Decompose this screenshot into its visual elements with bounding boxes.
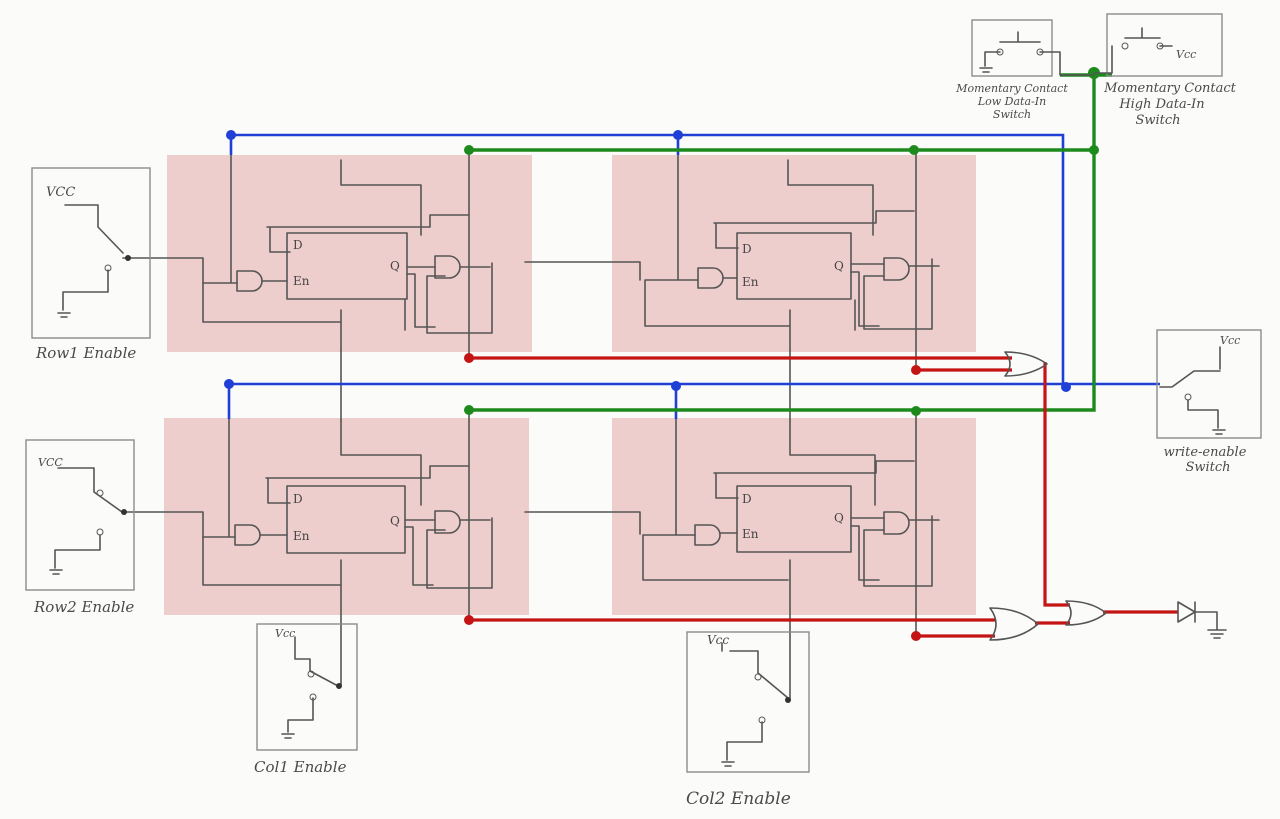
or-gate-final bbox=[1065, 600, 1107, 626]
row2-output-bus bbox=[469, 610, 1178, 638]
d-latch-r2c2 bbox=[736, 485, 852, 553]
vcc-labels: VCC VCC Vcc Vcc Vcc Vcc bbox=[38, 48, 1240, 647]
write-enable-switch[interactable] bbox=[1156, 329, 1262, 439]
high-switch-line-2: High Data-In bbox=[1118, 97, 1204, 112]
and-gate-r2c1 bbox=[234, 524, 261, 546]
vcc-label: Vcc bbox=[1220, 334, 1240, 347]
latch-q-label: Q bbox=[390, 514, 400, 528]
write-enable-line-1: write-enable bbox=[1164, 445, 1247, 460]
row1-enable-switch[interactable] bbox=[31, 167, 151, 339]
row1-enable-label: Row1 Enable bbox=[35, 344, 136, 362]
vcc-label: VCC bbox=[46, 185, 75, 200]
high-switch-line-1: Momentary Contact bbox=[1103, 81, 1237, 96]
led-icon bbox=[1177, 601, 1227, 639]
latch-en-label: En bbox=[293, 529, 310, 543]
output-and-gate-r2c2 bbox=[883, 511, 910, 535]
row2-enable-label: Row2 Enable bbox=[33, 598, 134, 616]
cell-circuit-r1c1 bbox=[202, 139, 493, 361]
latch-d-label: D bbox=[742, 242, 752, 256]
output-and-gate-r1c2 bbox=[883, 257, 910, 281]
cell-circuit-r1c2 bbox=[524, 137, 940, 371]
high-switch-caption: Momentary Contact High Data-In Switch bbox=[1103, 81, 1237, 128]
row1-wire bbox=[127, 257, 204, 284]
latch-q-label: Q bbox=[834, 511, 844, 525]
d-latch-r1c2 bbox=[736, 232, 852, 300]
junction-dots bbox=[224, 67, 1100, 641]
and-gate-r2c2 bbox=[694, 524, 721, 546]
low-switch-line-3: Switch bbox=[993, 108, 1031, 121]
or-gate-row2 bbox=[989, 607, 1039, 641]
low-data-in-switch[interactable] bbox=[971, 19, 1095, 77]
vcc-label: Vcc bbox=[275, 627, 295, 640]
d-latch-r1c1 bbox=[286, 232, 408, 300]
vcc-label: Vcc bbox=[707, 633, 729, 647]
latch-d-label: D bbox=[293, 238, 303, 252]
col1-enable-switch[interactable] bbox=[256, 623, 358, 751]
high-data-in-switch[interactable] bbox=[1093, 13, 1223, 77]
latch-labels: D En Q D En Q D En Q D En Q bbox=[293, 238, 844, 543]
vcc-label: Vcc bbox=[1176, 48, 1196, 61]
latch-en-label: En bbox=[742, 527, 759, 541]
latch-en-label: En bbox=[293, 274, 310, 288]
cell-circuit-r2c2 bbox=[524, 391, 940, 701]
cell-circuit-r2c1 bbox=[202, 391, 493, 686]
and-gate-r1c1 bbox=[236, 270, 263, 292]
latch-d-label: D bbox=[742, 492, 752, 506]
memory-cell-r2c1 bbox=[164, 418, 529, 615]
latch-q-label: Q bbox=[834, 259, 844, 273]
row2-enable-switch[interactable] bbox=[25, 439, 135, 591]
write-enable-line-2: Switch bbox=[1185, 460, 1230, 475]
high-switch-line-3: Switch bbox=[1135, 113, 1180, 128]
latch-d-label: D bbox=[293, 492, 303, 506]
low-switch-line-2: Low Data-In bbox=[977, 95, 1046, 108]
write-enable-bus-bottom bbox=[227, 382, 1160, 419]
row2-wire bbox=[124, 511, 204, 538]
low-switch-caption: Momentary Contact Low Data-In Switch bbox=[955, 82, 1068, 121]
write-enable-caption: write-enable Switch bbox=[1164, 445, 1247, 475]
output-and-gate-r2c1 bbox=[434, 510, 461, 534]
row1-output-bus bbox=[469, 356, 1070, 607]
and-gate-r1c2 bbox=[697, 267, 724, 289]
latch-q-label: Q bbox=[390, 259, 400, 273]
vcc-label: VCC bbox=[38, 456, 63, 469]
col2-enable-switch[interactable] bbox=[686, 631, 810, 773]
col2-enable-label: Col2 Enable bbox=[686, 789, 791, 809]
low-switch-line-1: Momentary Contact bbox=[955, 82, 1068, 95]
col1-enable-label: Col1 Enable bbox=[254, 758, 347, 776]
output-and-gate-r1c1 bbox=[434, 255, 461, 279]
or-gate-row1 bbox=[1004, 351, 1048, 377]
latch-en-label: En bbox=[742, 275, 759, 289]
memory-cell-r1c1 bbox=[167, 155, 532, 352]
